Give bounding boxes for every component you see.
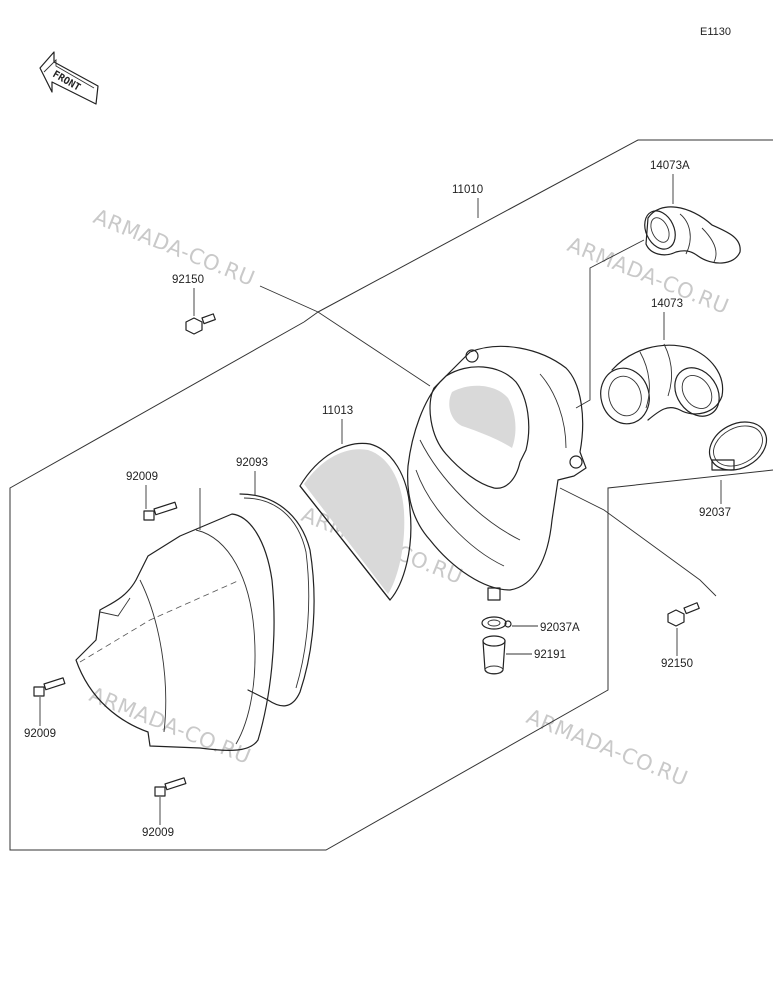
- label-14073: 14073: [651, 298, 683, 310]
- label-92150-upper: 92150: [172, 274, 204, 286]
- leader-housing: [259, 285, 431, 387]
- label-92150-right: 92150: [661, 658, 693, 670]
- front-arrow-icon: FRONT: [39, 51, 99, 105]
- clip-92037a: [481, 616, 512, 630]
- front-label: FRONT: [51, 69, 83, 94]
- duct-14073a: [644, 206, 741, 264]
- label-11010: 11010: [452, 184, 483, 196]
- label-11013: 11013: [322, 405, 353, 417]
- drain-cap-92191: [482, 635, 506, 675]
- watermark: ARMADA-CO.RU: [523, 704, 691, 791]
- diagram-code: E1130: [700, 26, 731, 38]
- label-14073A: 14073A: [650, 160, 690, 172]
- bolt-92150-upper: [185, 313, 216, 335]
- label-92037A: 92037A: [540, 622, 580, 634]
- label-92009-top: 92009: [126, 471, 158, 483]
- clamp-92037: [708, 421, 768, 471]
- gasket-92093: [239, 493, 315, 707]
- leader-duct: [575, 239, 645, 409]
- air-filter-element: [299, 442, 412, 601]
- label-92009-bottom: 92009: [142, 827, 174, 839]
- screw-92009-top: [143, 501, 178, 521]
- label-92009-left: 92009: [24, 728, 56, 740]
- watermark: ARMADA-CO.RU: [86, 682, 254, 769]
- screw-92009-left: [33, 677, 66, 697]
- leader-bolt-right: [559, 487, 717, 597]
- label-92037: 92037: [699, 507, 731, 519]
- air-cleaner-cover: [75, 513, 275, 751]
- label-92191: 92191: [534, 649, 566, 661]
- duct-14073: [600, 343, 724, 425]
- screw-92009-bottom: [154, 777, 187, 797]
- watermark: ARMADA-CO.RU: [564, 232, 732, 319]
- air-cleaner-housing: [407, 345, 587, 601]
- label-92093: 92093: [236, 457, 268, 469]
- assembly-frame: [9, 139, 774, 851]
- bolt-92150-right: [667, 602, 700, 627]
